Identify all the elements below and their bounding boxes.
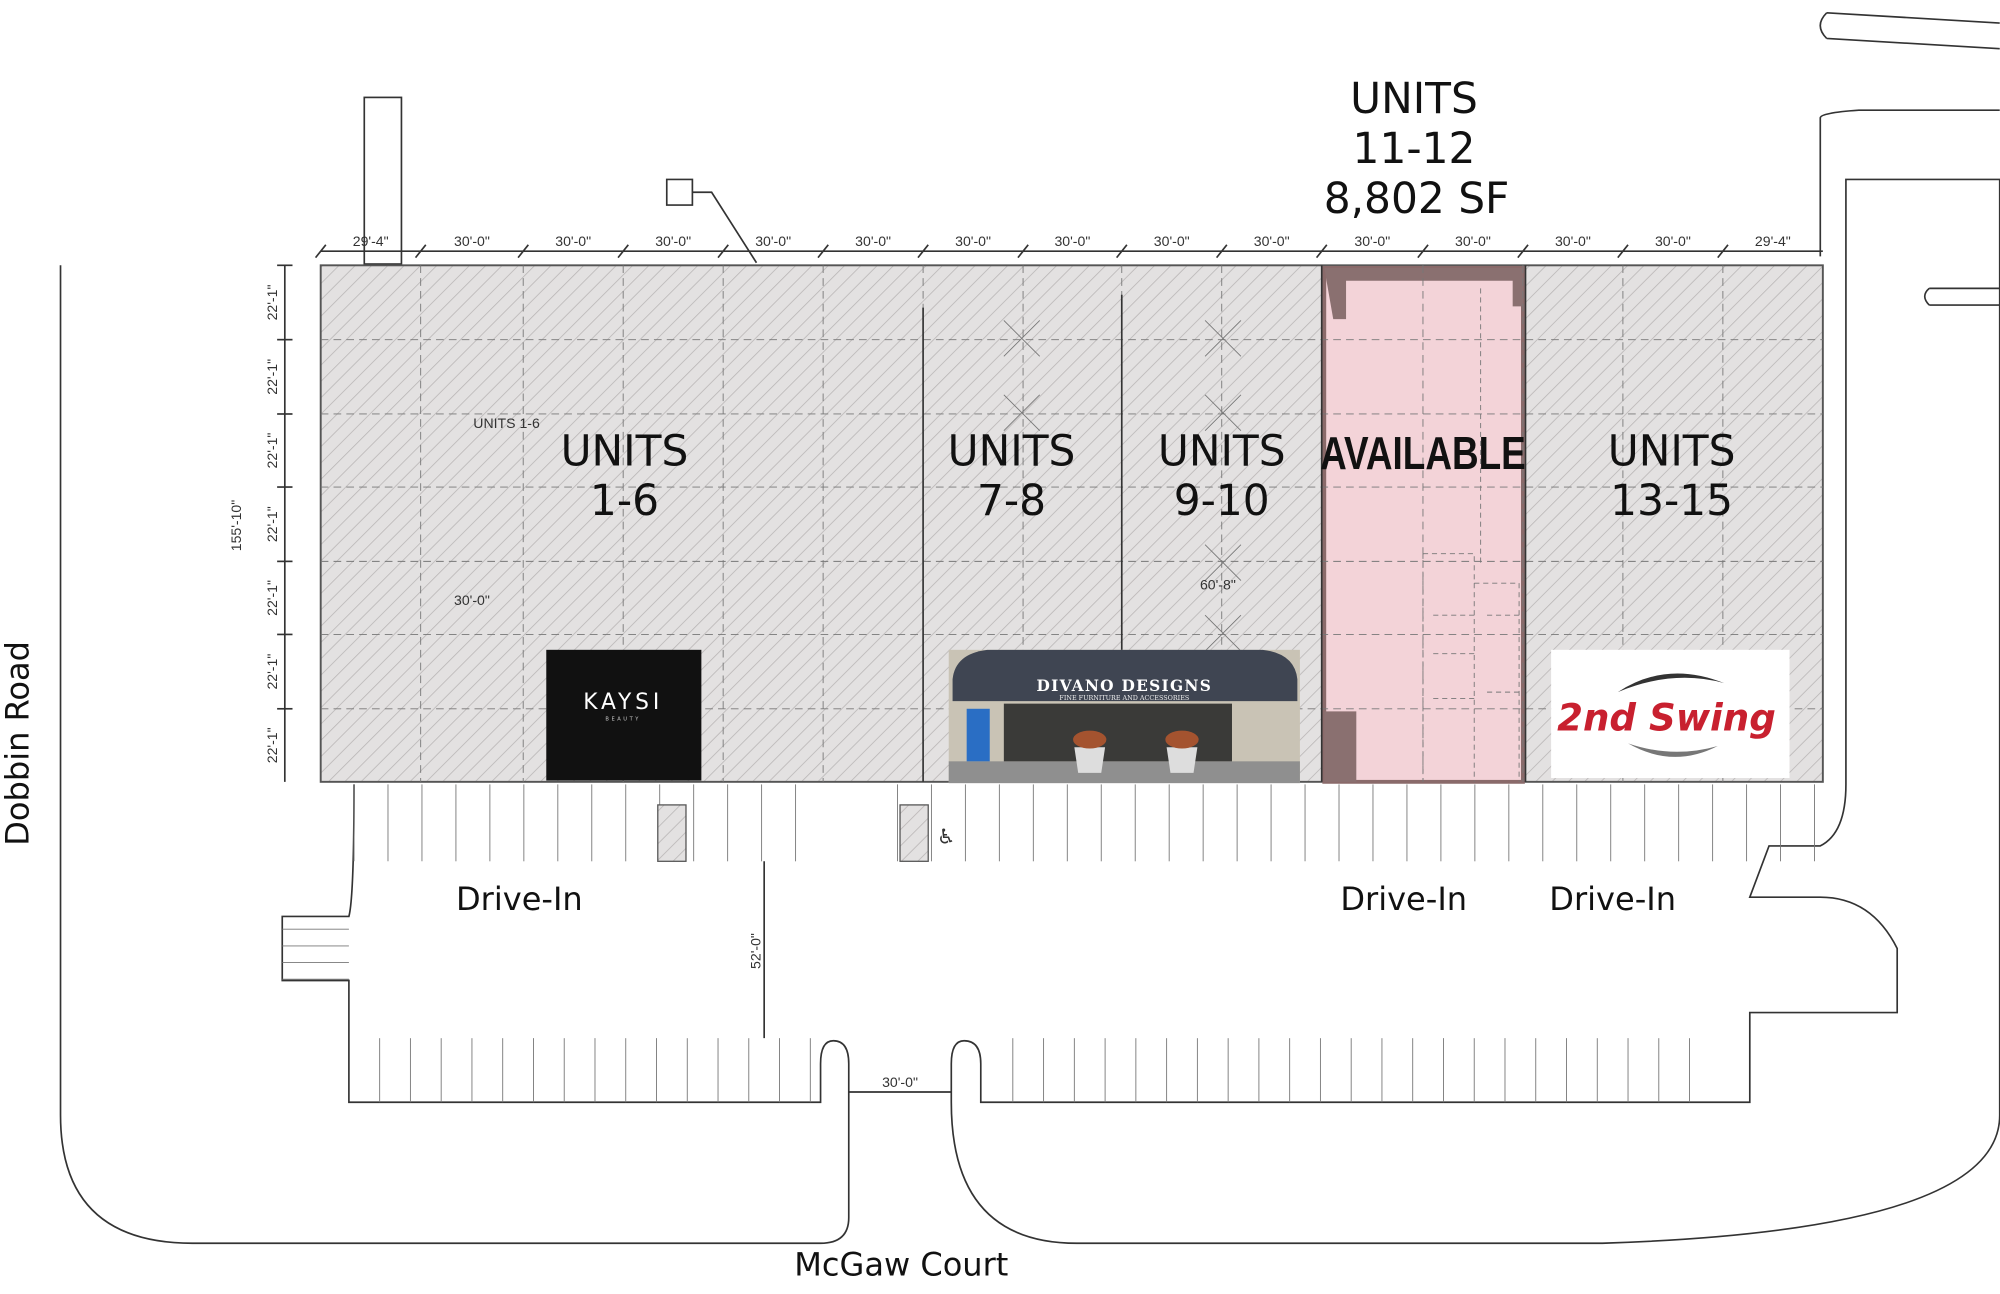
side-dimension: 22'-1" bbox=[264, 727, 280, 763]
unit-7-8-label: UNITS bbox=[948, 426, 1076, 475]
dim-tick bbox=[1617, 244, 1629, 259]
entrance-dim: 30'-0" bbox=[882, 1074, 918, 1090]
chimney bbox=[363, 96, 403, 265]
header-line3: 8,802 SF bbox=[1324, 174, 1510, 223]
dim-tick bbox=[414, 244, 427, 259]
unit-9-10-range: 9-10 bbox=[1174, 476, 1270, 525]
dim-tick bbox=[1517, 244, 1529, 259]
drive-in-label: Drive-In bbox=[456, 880, 583, 918]
mcgaw-court-label: McGaw Court bbox=[794, 1245, 1008, 1283]
parking-stalls bbox=[282, 784, 1815, 1103]
svg-text:2nd Swing: 2nd Swing bbox=[1557, 697, 1776, 740]
unit-9-10-label: UNITS bbox=[1158, 426, 1286, 475]
available-unit bbox=[1322, 265, 1525, 784]
header-line1: UNITS bbox=[1350, 74, 1478, 123]
divano-designs-storefront: DIVANO DESIGNS FINE FURNITURE AND ACCESS… bbox=[948, 649, 1300, 784]
top-dimension: 30'-0" bbox=[655, 233, 691, 249]
svg-text:FINE FURNITURE AND ACCESSORIES: FINE FURNITURE AND ACCESSORIES bbox=[1059, 694, 1189, 702]
unit-13-15-range: 13-15 bbox=[1610, 476, 1733, 525]
drive-in-label: Drive-In bbox=[1549, 880, 1676, 918]
available-unit-walls bbox=[1324, 267, 1523, 782]
top-right-road bbox=[1819, 11, 2000, 257]
available-label: AVAILABLE bbox=[1320, 427, 1526, 479]
top-dimension: 30'-0" bbox=[855, 233, 891, 249]
drive-aisle-dim: 52'-0" bbox=[747, 933, 763, 969]
side-dimension: 22'-1" bbox=[264, 433, 280, 469]
top-dimension: 30'-0" bbox=[1054, 233, 1090, 249]
overall-depth: 155'-10" bbox=[228, 500, 244, 552]
top-dimension: 30'-0" bbox=[1254, 233, 1290, 249]
svg-text:BEAUTY: BEAUTY bbox=[605, 716, 641, 722]
unit-13-15-label: UNITS bbox=[1608, 426, 1736, 475]
dim-tick bbox=[314, 244, 327, 259]
dim-tick bbox=[717, 244, 729, 259]
dim-tick bbox=[1215, 244, 1228, 259]
stair-detail bbox=[665, 178, 758, 264]
top-dimension: 30'-0" bbox=[1555, 233, 1591, 249]
unit-1-6-label: UNITS bbox=[561, 426, 689, 475]
removed-columns bbox=[1003, 320, 1242, 652]
drive-in-label: Drive-In bbox=[1340, 880, 1467, 918]
side-dimension: 22'-1" bbox=[264, 359, 280, 395]
accessible-parking-icon: ♿ bbox=[937, 824, 955, 848]
dim-tick bbox=[1315, 244, 1328, 259]
available-office-layout bbox=[1422, 288, 1520, 782]
top-dimension: 30'-0" bbox=[454, 233, 490, 249]
side-dimension: 22'-1" bbox=[264, 285, 280, 321]
dim-tick bbox=[1017, 244, 1029, 259]
unit-7-8-range: 7-8 bbox=[977, 476, 1046, 525]
unit-1-6-range: 1-6 bbox=[590, 476, 659, 525]
dim-tick bbox=[617, 244, 629, 259]
bay-dim-2: 60'-8" bbox=[1200, 577, 1236, 593]
dim-tick bbox=[817, 244, 829, 259]
site-curb-right bbox=[950, 178, 2000, 1245]
demising-walls bbox=[922, 265, 1527, 782]
right-curb-notch bbox=[1923, 287, 2000, 306]
side-dimension: 22'-1" bbox=[264, 580, 280, 616]
dim-tick bbox=[517, 244, 529, 259]
top-dimension: 30'-0" bbox=[1354, 233, 1390, 249]
striped-loading-zone bbox=[657, 804, 687, 862]
side-dimensions: 22'-1" 22'-1" 22'-1" 22'-1" 22'-1" 22'-1" 22'-… bbox=[264, 264, 293, 763]
dim-tick bbox=[1417, 244, 1429, 259]
top-dimension: 30'-0" bbox=[1455, 233, 1491, 249]
dim-tick bbox=[1717, 244, 1729, 259]
top-dimensions: 29'-4" 30'-0" 30'-0" 30'-0" 30'-0" 30'-0" 30'-… bbox=[314, 233, 1791, 259]
header-line2: 11-12 bbox=[1353, 124, 1476, 173]
top-dimension: 29'-4" bbox=[353, 233, 389, 249]
side-dimension: 22'-1" bbox=[264, 506, 280, 542]
top-dimension: 30'-0" bbox=[755, 233, 791, 249]
bay-dim: 30'-0" bbox=[454, 592, 490, 608]
top-dimension: 30'-0" bbox=[1154, 233, 1190, 249]
svg-text:KAYSI: KAYSI bbox=[583, 690, 663, 715]
dim-tick bbox=[1115, 244, 1128, 259]
top-dimension: 29'-4" bbox=[1755, 233, 1791, 249]
top-dimension: 30'-0" bbox=[955, 233, 991, 249]
2nd-swing-logo: 2nd Swing bbox=[1551, 649, 1790, 778]
top-dimension: 30'-0" bbox=[555, 233, 591, 249]
top-dimension: 30'-0" bbox=[1655, 233, 1691, 249]
kaysi-logo: KAYSI BEAUTY bbox=[546, 649, 702, 781]
units-1-6-small: UNITS 1-6 bbox=[473, 415, 540, 431]
striped-loading-zone bbox=[899, 804, 929, 862]
svg-text:DIVANO DESIGNS: DIVANO DESIGNS bbox=[1037, 677, 1213, 695]
site-curb bbox=[59, 265, 850, 1245]
side-dimension: 22'-1" bbox=[264, 654, 280, 690]
dobbin-road-label: Dobbin Road bbox=[0, 641, 36, 846]
dim-tick bbox=[917, 244, 929, 259]
